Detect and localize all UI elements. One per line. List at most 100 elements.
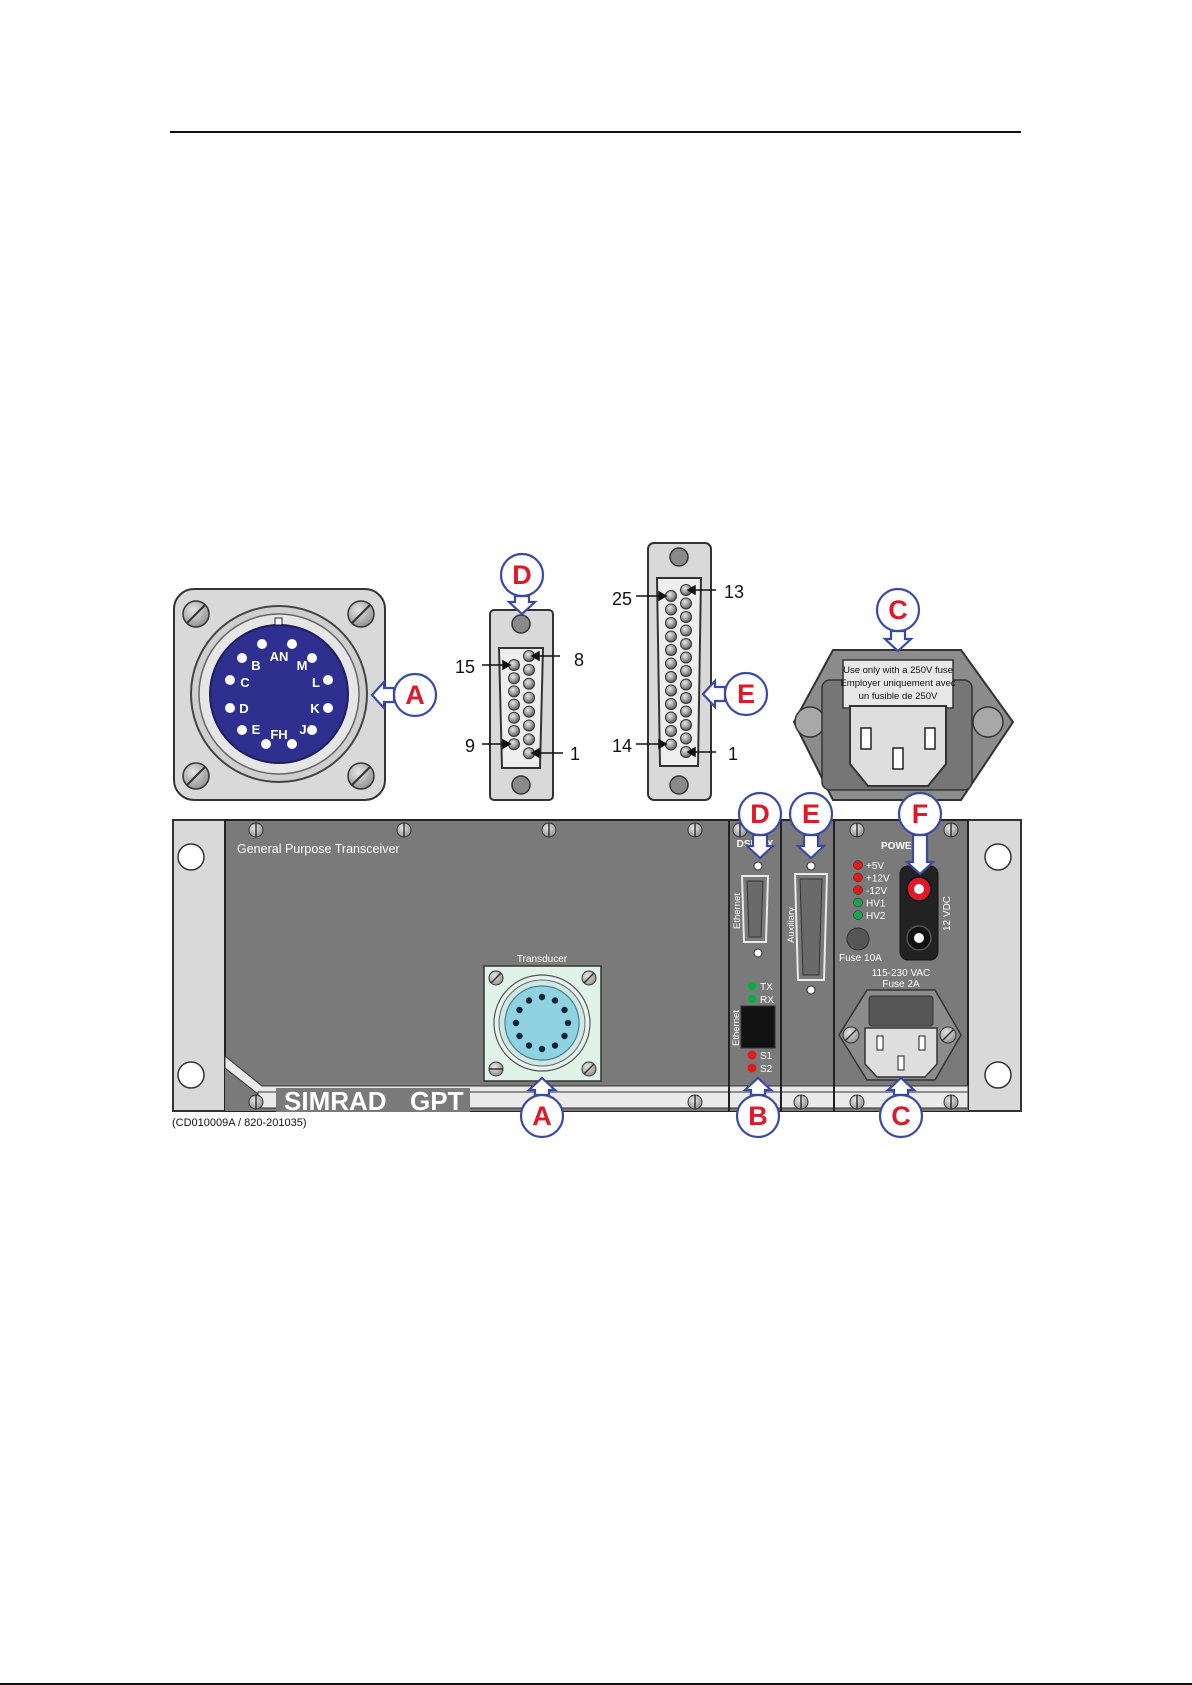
- status-led: [853, 872, 863, 883]
- connector-pin: [523, 705, 535, 718]
- status-led: [853, 860, 863, 870]
- pin-number: 1: [570, 744, 580, 764]
- connector-pin: [508, 725, 520, 737]
- screw-icon: [347, 762, 375, 790]
- callout-e: E: [701, 671, 769, 717]
- callout-bubble: [788, 791, 834, 837]
- connector-pin: [516, 1032, 523, 1040]
- pin-number: 14: [612, 736, 632, 756]
- screw-icon: [793, 1094, 809, 1110]
- connector-pin: [680, 678, 692, 691]
- pin-label: J: [299, 722, 306, 737]
- pin-number: 25: [612, 589, 632, 609]
- pin-label: C: [240, 675, 250, 690]
- callout-e: E: [788, 791, 834, 860]
- pin-label: FH: [270, 727, 287, 742]
- connector-pin: [516, 1006, 523, 1014]
- ethernet-port[interactable]: [740, 1005, 776, 1049]
- screw-icon: [687, 1094, 703, 1110]
- connector-pin: [538, 993, 546, 1001]
- pin-label: M: [297, 658, 308, 673]
- connector-pin: [665, 644, 677, 656]
- dsub15-connector-detail: 15 8 9 1: [455, 609, 584, 801]
- callout-arrow: [882, 629, 914, 653]
- screw-icon: [182, 600, 210, 628]
- connector-pin: [523, 677, 535, 690]
- callout-letter: E: [737, 679, 755, 709]
- s1-label: S1: [760, 1051, 773, 1062]
- screw-icon: [687, 822, 703, 838]
- pin-pointer: [636, 584, 716, 758]
- status-led-label: HV2: [866, 911, 886, 922]
- transducer-socket-detail: AN B M C L D K E FH J: [173, 588, 386, 801]
- status-led-label: +5V: [866, 861, 884, 872]
- connector-pin: [680, 611, 692, 623]
- connector-pin: [561, 1032, 568, 1040]
- unit-title: General Purpose Transceiver: [237, 842, 400, 856]
- status-led: [853, 885, 863, 895]
- connector-pin: [680, 597, 692, 610]
- callout-arrow: [742, 1076, 774, 1097]
- screw-icon: [842, 1026, 860, 1044]
- status-led: [853, 910, 863, 920]
- screw-icon: [541, 822, 557, 838]
- tx-label: TX: [760, 982, 773, 993]
- connector-pin: [525, 1042, 533, 1049]
- connector-pin: [665, 617, 677, 629]
- dc-fuse-holder[interactable]: [846, 927, 870, 951]
- screw-icon: [849, 822, 865, 838]
- tx-led: [747, 981, 757, 991]
- callout-bubble: [499, 552, 545, 598]
- callout-letter: C: [888, 595, 908, 625]
- connector-pin: [508, 685, 520, 698]
- screw-icon: [581, 1061, 597, 1077]
- callout-letter: F: [912, 799, 929, 829]
- callout-arrow: [526, 1076, 558, 1097]
- pin-number: 8: [574, 650, 584, 670]
- screw-icon: [939, 1026, 957, 1044]
- rx-led: [747, 994, 757, 1004]
- pin-label: E: [252, 722, 261, 737]
- connector-pin: [680, 692, 692, 704]
- connector-pin: [665, 671, 677, 683]
- callout-arrow: [885, 1076, 917, 1097]
- pin-number: 15: [455, 657, 475, 677]
- figure-caption: (CD010009A / 820-201035): [172, 1117, 307, 1129]
- callout-arrow: [506, 594, 538, 616]
- connector-pin: [665, 711, 677, 724]
- connector-pin: [680, 624, 692, 637]
- callout-bubble: [735, 1093, 781, 1139]
- ethernet-label-2: Ethernet: [731, 1010, 742, 1046]
- fuse-warning-line: Employer uniquement avec: [840, 678, 955, 689]
- pin-label: AN: [270, 649, 289, 664]
- connector-pin: [551, 997, 559, 1004]
- auxiliary-label: Auxiliary: [786, 907, 797, 943]
- screw-icon: [396, 822, 412, 838]
- connector-pin: [680, 651, 692, 664]
- panel-screws: [248, 822, 959, 1110]
- callout-arrow: [795, 833, 827, 860]
- ac-fuse-drawer[interactable]: [868, 995, 934, 1027]
- connector-pin: [523, 719, 535, 732]
- ac-voltage-label: 115-230 VAC: [872, 968, 931, 979]
- pin-number: 9: [465, 736, 475, 756]
- callout-bubble: [392, 672, 438, 718]
- connector-pin: [665, 738, 677, 751]
- callout-letter: C: [891, 1101, 911, 1131]
- status-led-label: HV1: [866, 899, 886, 910]
- connector-pin: [561, 1006, 568, 1014]
- callout-bubble: [737, 791, 783, 837]
- connector-pin: [523, 733, 535, 746]
- screw-icon: [347, 600, 375, 628]
- screw-icon: [248, 1094, 264, 1110]
- connector-pin: [523, 691, 535, 704]
- pin-pointer: [482, 650, 563, 759]
- connector-pin: [551, 1042, 559, 1049]
- screw-icon: [581, 970, 597, 986]
- fuse-warning-line: Use only with a 250V fuse: [843, 665, 953, 676]
- connector-pin: [508, 698, 520, 711]
- dsub25-connector-detail: 25 13 14 1: [612, 542, 744, 801]
